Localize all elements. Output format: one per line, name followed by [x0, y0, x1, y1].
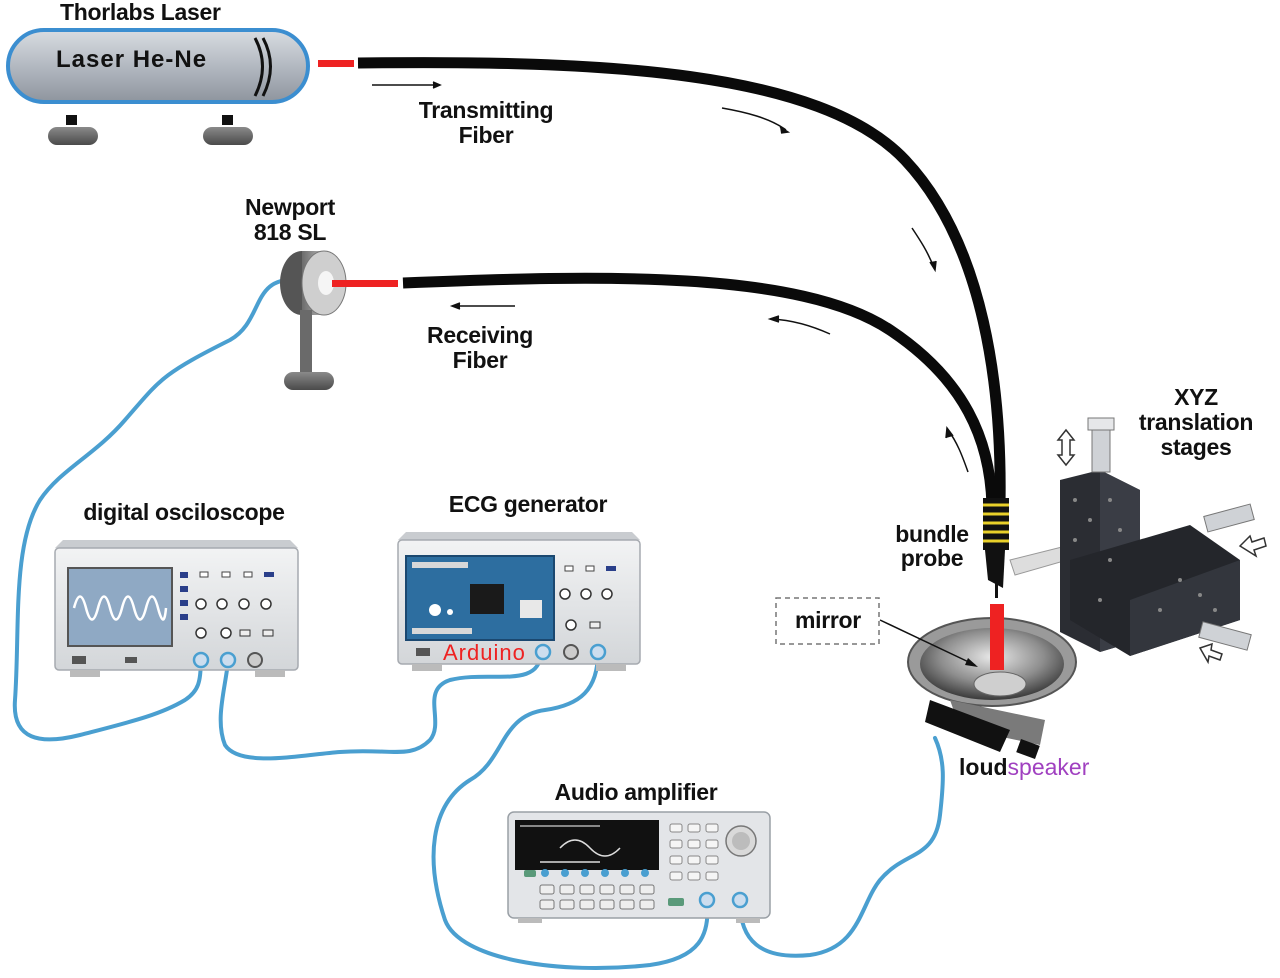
mirror-label: mirror: [795, 607, 861, 633]
speaker-label-a: loudspeaker: [959, 754, 1090, 780]
ecg-generator-icon: [397, 532, 641, 671]
bundle-probe-label-line1: bundle: [895, 521, 969, 547]
transmitting-fiber-label-line1: Transmitting: [419, 97, 553, 123]
xyz-translation-stage: XYZ translation stages: [1056, 384, 1267, 665]
stage-label-line1: XYZ: [1174, 384, 1218, 410]
ecg-generator: ECG generator Arduino: [397, 491, 641, 671]
photodetector: Newport 818 SL: [245, 194, 398, 390]
detector-label-line2: 818 SL: [254, 219, 327, 245]
laser-tube-icon: [6, 28, 310, 104]
laser-brand-label: Thorlabs Laser: [60, 0, 221, 25]
oscilloscope-label: digital osciloscope: [83, 499, 284, 525]
stage-label-line2: translation: [1139, 409, 1253, 435]
cable-detector-to-oscilloscope: [12, 277, 302, 742]
audio-amplifier: Audio amplifier: [507, 779, 771, 923]
receiving-fiber-label-line1: Receiving: [427, 322, 533, 348]
laser-model-label: Laser He-Ne: [56, 46, 207, 73]
reflected-beam: [990, 604, 1004, 670]
optical-fibers: [357, 57, 1006, 506]
probe-ferrule: [983, 498, 1009, 588]
signal-generator-icon: [507, 811, 771, 923]
oscilloscope-icon: [54, 540, 299, 677]
arduino-label: Arduino: [443, 640, 526, 665]
detector-label-line1: Newport: [245, 194, 336, 220]
speaker-label-b: speaker: [1008, 754, 1090, 780]
he-ne-laser: Thorlabs Laser Laser He-Ne: [6, 0, 354, 145]
signal-cables: [12, 277, 945, 970]
loudspeaker: loudspeaker: [907, 570, 1090, 780]
transmitting-fiber: [357, 57, 1006, 506]
stage-label-line3: stages: [1160, 434, 1231, 460]
cable-oscilloscope-to-ecg: [218, 650, 543, 761]
amplifier-label: Audio amplifier: [555, 779, 718, 805]
receiving-fiber-label-line2: Fiber: [453, 347, 508, 373]
direction-arrows: [372, 81, 969, 473]
digital-oscilloscope: digital osciloscope: [54, 499, 299, 677]
transmitting-fiber-label-line2: Fiber: [459, 122, 514, 148]
xyz-stage-icon: [1056, 417, 1267, 665]
bundle-probe-label-line2: probe: [901, 545, 963, 571]
cable-ecg-to-amplifier: [431, 650, 710, 970]
photodetector-icon: [280, 250, 347, 390]
cable-amplifier-to-speaker: [738, 736, 945, 958]
ecg-label: ECG generator: [449, 491, 608, 517]
mirror-callout: mirror: [775, 597, 978, 667]
receiving-fiber: [402, 272, 998, 506]
